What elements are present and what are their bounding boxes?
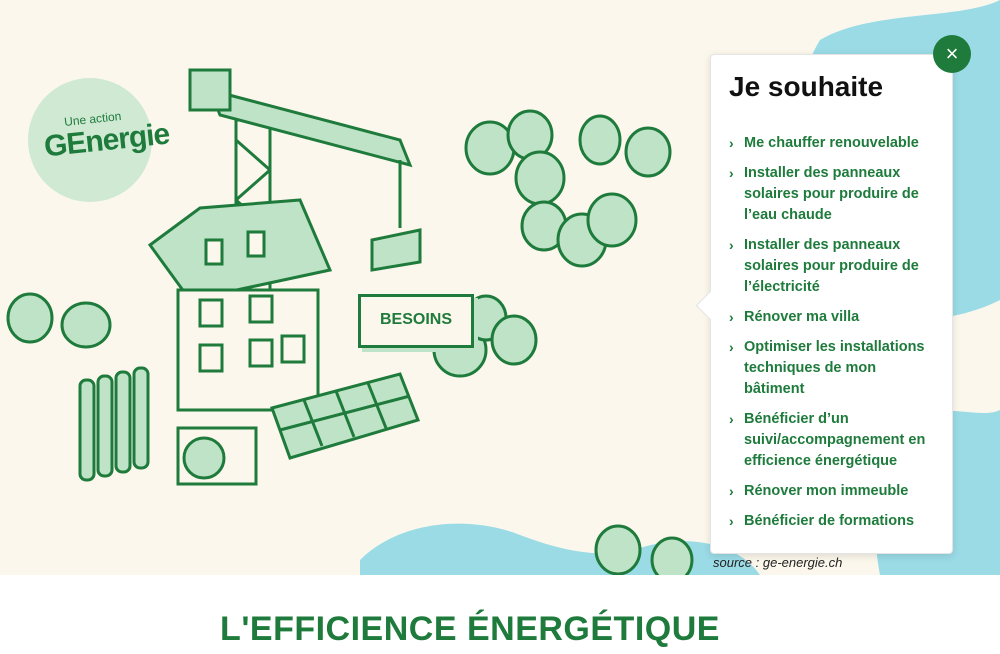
menu-item-optimize-installations[interactable]: › Optimiser les installations techniques … xyxy=(729,337,939,400)
solar-panel xyxy=(270,372,420,460)
chevron-right-icon: › xyxy=(729,411,734,427)
menu-item-trainings[interactable]: › Bénéficier de formations xyxy=(729,511,939,532)
trees xyxy=(6,109,694,575)
close-icon: × xyxy=(945,41,959,66)
menu-item-label: Rénover mon immeuble xyxy=(744,483,909,499)
chevron-right-icon: › xyxy=(729,513,734,529)
menu-item-label: Optimiser les installations techniques d… xyxy=(744,339,925,397)
menu-item-label: Installer des panneaux solaires pour pro… xyxy=(744,165,919,223)
chevron-right-icon: › xyxy=(729,309,734,325)
genergie-logo xyxy=(28,78,152,202)
menu-item-solar-electricity[interactable]: › Installer des panneaux solaires pour pr… xyxy=(729,235,939,298)
menu-item-label: Rénover ma villa xyxy=(744,309,860,325)
heat-pump xyxy=(176,426,258,486)
needs-menu: › Me chauffer renouvelable › Installer des… xyxy=(729,133,939,541)
menu-item-label: Me chauffer renouvelable xyxy=(744,135,919,151)
needs-popup: Je souhaite › Me chauffer renouvelable › I… xyxy=(710,54,953,554)
chevron-right-icon: › xyxy=(729,165,734,181)
menu-item-renovate-building[interactable]: › Rénover mon immeuble xyxy=(729,481,939,502)
river-bottom xyxy=(360,523,760,575)
chevron-right-icon: › xyxy=(729,237,734,253)
menu-item-renovate-villa[interactable]: › Rénover ma villa xyxy=(729,307,939,328)
menu-item-label: Bénéficier d’un suivi/accompagnement en … xyxy=(744,411,926,469)
menu-item-label: Bénéficier de formations xyxy=(744,513,915,529)
menu-item-efficiency-support[interactable]: › Bénéficier d’un suivi/accompagnement en… xyxy=(729,409,939,472)
radiator xyxy=(78,366,150,482)
chevron-right-icon: › xyxy=(729,339,734,355)
sign-label: BESOINS xyxy=(379,311,452,328)
besoins-sign: BESOINS xyxy=(358,294,474,348)
hero-illustration: Une action GEnergie BESOINS Je souhaite … xyxy=(0,0,1000,575)
popup-title: Je souhaite xyxy=(729,71,884,102)
chevron-right-icon: › xyxy=(729,483,734,499)
source-caption: source : ge-energie.ch xyxy=(713,555,843,570)
building xyxy=(147,198,333,412)
page-heading: L'EFFICIENCE ÉNERGÉTIQUE xyxy=(220,610,720,648)
menu-item-renewable-heating[interactable]: › Me chauffer renouvelable xyxy=(729,133,939,154)
close-button[interactable]: × xyxy=(933,35,971,73)
menu-item-solar-hot-water[interactable]: › Installer des panneaux solaires pour pr… xyxy=(729,163,939,226)
chevron-right-icon: › xyxy=(729,135,734,151)
menu-item-label: Installer des panneaux solaires pour pro… xyxy=(744,237,919,295)
